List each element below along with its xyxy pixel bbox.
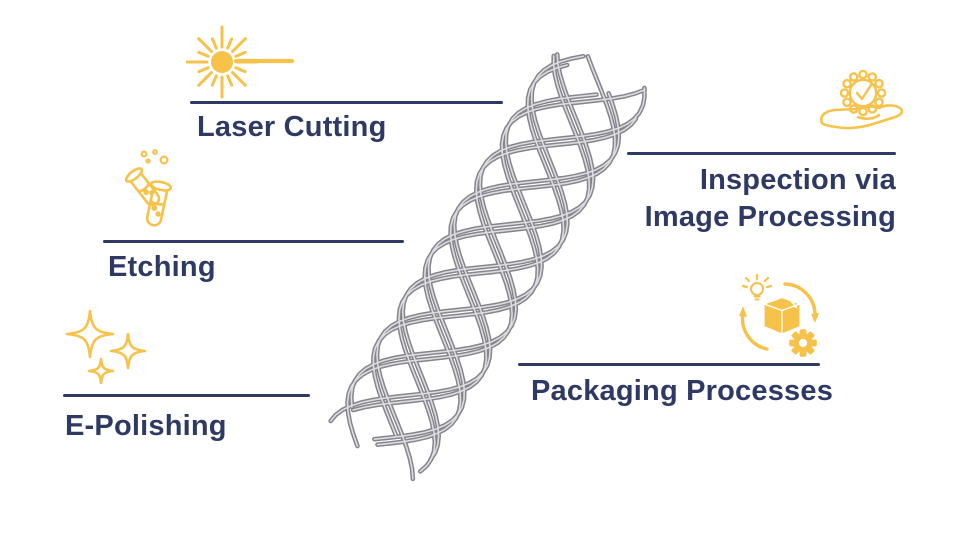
sparkles-icon (56, 296, 156, 391)
laser-core (211, 51, 233, 73)
gear (789, 329, 817, 357)
bubbles (140, 149, 169, 165)
packaging-automation-icon (739, 273, 819, 357)
sparkle-medium (111, 334, 145, 368)
e-polishing-label: E-Polishing (65, 410, 227, 442)
idea-bulb (741, 273, 773, 301)
sparkle-small (89, 359, 113, 383)
arrowhead-right (811, 313, 819, 323)
packaging-divider (518, 363, 820, 366)
etching-divider (103, 240, 404, 243)
stent-wire-mesh (328, 52, 647, 482)
inspection-label: Inspection via Image Processing (645, 162, 896, 236)
cycle-arrows (740, 282, 817, 351)
sparkle-large (67, 311, 113, 357)
open-hand (819, 104, 904, 130)
packaging-label: Packaging Processes (531, 375, 834, 407)
quality-check-hand-icon (819, 69, 904, 130)
laser-cutting-label: Laser Cutting (197, 111, 387, 143)
laser-cutting-divider (190, 101, 503, 104)
inspection-label-line1: Inspection via (699, 164, 896, 196)
arrowhead-left (739, 306, 747, 317)
test-tubes-icon (124, 149, 173, 227)
laser-beam-icon (186, 25, 295, 99)
carton-box (762, 296, 802, 335)
etching-label: Etching (108, 251, 216, 283)
e-polishing-divider (63, 394, 310, 397)
test-tube-right (145, 180, 173, 227)
check-mark (855, 83, 873, 101)
inspection-label-line2: Image Processing (644, 201, 896, 233)
inspection-divider (627, 152, 896, 155)
laser-rays (186, 25, 259, 99)
stent-image (328, 52, 647, 482)
